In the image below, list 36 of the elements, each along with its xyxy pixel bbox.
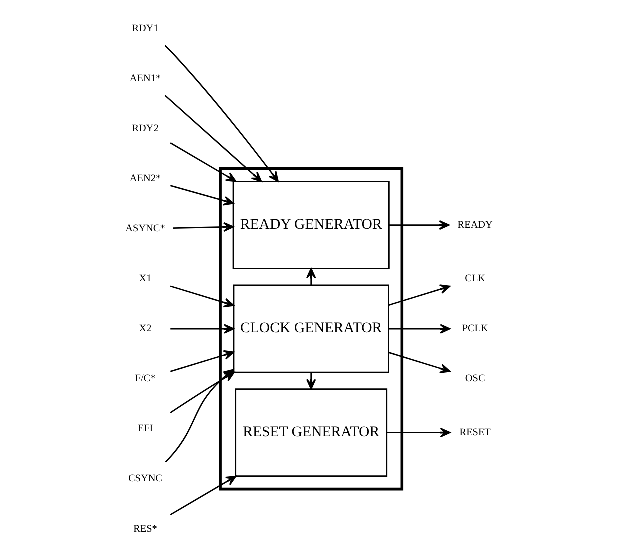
- node-text: ASYNC*: [126, 224, 166, 235]
- arrow: [306, 268, 316, 286]
- node-text: F/C*: [135, 374, 156, 385]
- node-text: OSC: [465, 374, 486, 385]
- arrow: [170, 350, 235, 372]
- arrow: [164, 45, 279, 182]
- node-text: X2: [139, 324, 152, 335]
- node-text: CLK: [465, 274, 486, 285]
- node-text: AEN2*: [130, 174, 162, 185]
- arrow: [164, 95, 262, 182]
- node-box: READY GENERATOR: [232, 181, 390, 270]
- node-text: RDY2: [132, 123, 159, 134]
- arrow: [170, 142, 237, 182]
- node-box: RESET GENERATOR: [235, 388, 388, 478]
- arrow: [170, 185, 234, 206]
- arrow: [388, 352, 451, 374]
- arrow: [170, 324, 235, 334]
- node-text: X1: [139, 274, 152, 285]
- arrow: [388, 324, 451, 334]
- node-text: RES*: [134, 524, 158, 535]
- node-text: AEN1*: [130, 73, 162, 84]
- arrow: [388, 284, 451, 306]
- arrow: [389, 220, 450, 230]
- arrow: [386, 428, 451, 438]
- node-text: RDY1: [132, 23, 159, 34]
- node-text: PCLK: [462, 324, 488, 335]
- arrow: [174, 222, 234, 232]
- node-text: EFI: [138, 424, 154, 435]
- node-text: READY: [458, 220, 493, 231]
- node-box: CLOCK GENERATOR: [233, 284, 390, 374]
- arrow: [170, 476, 237, 516]
- arrow: [306, 372, 316, 390]
- cluster: [219, 167, 404, 491]
- node-text: CSYNC: [128, 474, 162, 485]
- arrow: [170, 286, 235, 308]
- node-text: RESET: [460, 427, 491, 438]
